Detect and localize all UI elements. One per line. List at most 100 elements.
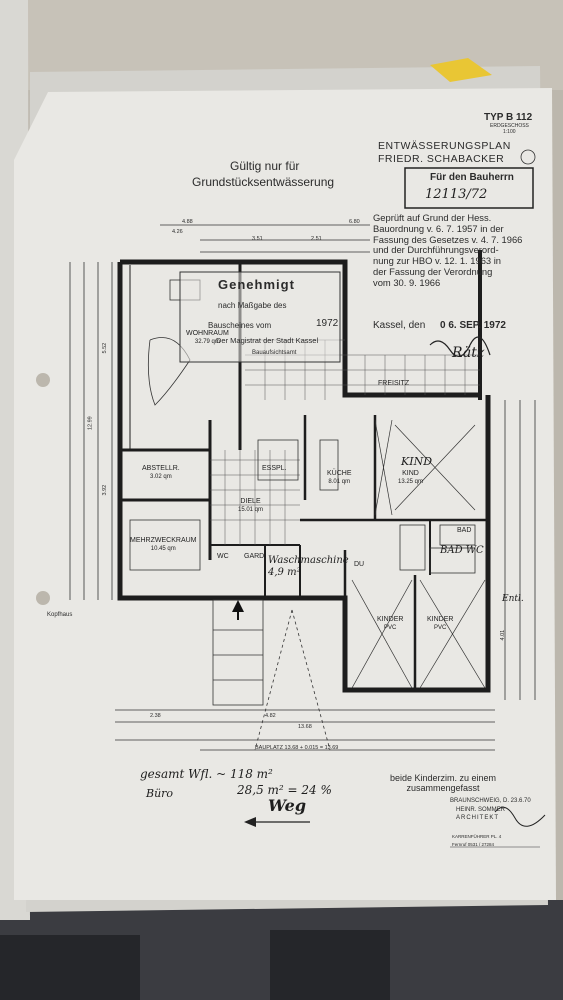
client-stamp-number: 12113/72 — [425, 187, 488, 202]
foot-right — [270, 930, 390, 1000]
approval-line: Geprüft auf Grund der Hess. — [373, 212, 492, 223]
room-name: WOHNRAUM — [186, 330, 229, 337]
room-label-mehrzweckraum: MEHRZWECKRAUM 10.45 qm — [130, 537, 197, 553]
room-size: 32.79 qm — [194, 339, 220, 346]
dim-top-d: 3.51 — [252, 236, 263, 242]
dim-right-a: 4.01 — [500, 629, 507, 641]
type-label: TYP B 112 — [484, 112, 533, 123]
round-stamp — [520, 149, 536, 165]
side-label-kopfhaus: Kopfhaus — [47, 612, 73, 618]
client-stamp-box — [404, 167, 534, 209]
room-size: 3.02 qm — [150, 474, 172, 481]
dim-top-b: 6.80 — [349, 219, 360, 225]
scale-label: 1:100 — [503, 129, 516, 135]
room-name: GARD. — [244, 553, 267, 560]
typed-note: beide Kinderzim. zu einem zusammengefass… — [373, 773, 513, 794]
punch-hole-top — [36, 373, 50, 387]
genehmigt-line4: Der Magistrat der Stadt Kassel — [216, 336, 319, 345]
approval-place-label: Kassel, den — [373, 320, 426, 331]
foot-left — [0, 935, 140, 1000]
approval-line: Fassung des Gesetzes v. 4. 7. 1966 — [373, 233, 523, 245]
room-name: KINDER — [427, 616, 454, 623]
valid-stamp-line1: Gültig nur für — [230, 159, 300, 173]
footer-architect: HEINR. SOMMER — [456, 807, 506, 813]
approval-signature-scribble — [429, 336, 491, 357]
handwritten-bad-wc: BAD WC — [440, 545, 484, 556]
room-label-kind: KIND 13.25 qm — [398, 470, 423, 486]
room-label-diele: DIELE 15.01 qm — [238, 498, 263, 514]
furniture — [129, 279, 476, 574]
plan-title: ENTWÄSSERUNGSPLAN — [378, 140, 511, 152]
bauplatz-label: BAUPLATZ 13.68 + 0.015 = 13.69 — [255, 745, 339, 751]
typed-note-text: beide Kinderzim. zu einem zusammengefass… — [389, 773, 497, 794]
room-name: DIELE — [240, 498, 261, 505]
room-label-wc: WC — [217, 553, 229, 561]
room-label-wohnraum: WOHNRAUM 32.79 qm — [186, 330, 229, 346]
dim-bottom-b: 4.82 — [265, 713, 276, 719]
room-name: FREISITZ — [378, 380, 410, 387]
handwritten-buero-area: 28,5 m² = 24 % — [237, 783, 332, 797]
room-label-kinder-1: KINDER PVC — [377, 616, 403, 632]
room-size: PVC — [384, 625, 397, 632]
footer-phone: Fernruf 0531 / 27284 — [452, 842, 495, 847]
footer-city-date: BRAUNSCHWEIG, D. 23.6.70 — [450, 798, 531, 804]
room-name: MEHRZWECKRAUM — [130, 537, 197, 544]
dim-top-a: 4.88 — [182, 219, 193, 225]
room-name: BAD — [457, 527, 472, 534]
handwritten-waschmaschine: Waschmaschine 4,9 m² — [268, 555, 349, 578]
room-size: 13.25 qm — [398, 479, 424, 486]
room-size: PVC — [434, 625, 447, 632]
tile-pattern — [210, 339, 480, 545]
room-size: 10.45 qm — [150, 546, 176, 553]
walkway — [212, 599, 331, 751]
handwritten-gesamt: gesamt Wfl. ~ 118 m² — [140, 767, 273, 781]
handwritten-entl: Entl. — [502, 594, 524, 604]
genehmigt-stamp-box — [179, 271, 341, 363]
approval-date-stamp: 0 6. SEP. 1972 — [440, 320, 506, 331]
room-label-bad: BAD — [457, 527, 471, 535]
approval-line: der Fassung der Verordnung — [373, 266, 493, 278]
dim-bottom-a: 2.38 — [150, 713, 161, 719]
approval-line: und der Durchführungsverord- — [373, 244, 499, 256]
cross-markers — [351, 419, 486, 689]
valid-stamp-line2: Grundstücksentwässerung — [192, 175, 335, 189]
dim-left-b: 12.99 — [87, 416, 94, 431]
sticky-note — [430, 58, 492, 82]
genehmigt-line3: Bauscheines vom — [208, 321, 272, 330]
dim-left-c: 3.92 — [102, 484, 109, 496]
genehmigt-line5: Bauaufsichtsamt — [252, 350, 297, 356]
room-size: 8.01 qm — [328, 479, 351, 486]
room-label-kinder-2: KINDER PVC — [427, 616, 453, 632]
footer-title: ARCHITEKT — [456, 815, 500, 821]
room-name: KÜCHE — [327, 470, 352, 477]
genehmigt-line2: nach Maßgabe des — [218, 301, 287, 310]
approval-line: vom 30. 9. 1966 — [373, 276, 441, 288]
approval-line: Bauordnung v. 6. 7. 1957 in der — [373, 222, 504, 234]
room-name: KIND — [402, 470, 419, 477]
room-label-kueche: KÜCHE 8.01 qm — [327, 470, 352, 486]
footer-street: KARRENFÜHRER PL. 4 — [452, 834, 502, 839]
room-label-esspl: ESSPL. — [262, 465, 287, 473]
approval-text: Geprüft auf Grund der Hess. Bauordnung v… — [373, 212, 553, 289]
floor-label: ERDGESCHOSS — [490, 123, 529, 129]
genehmigt-title: Genehmigt — [218, 277, 295, 292]
architect-signature-scribble — [494, 806, 546, 827]
room-label-abstellraum: ABSTELLR. 3.02 qm — [142, 465, 180, 481]
dim-bottom-c: 13.68 — [298, 724, 312, 730]
handwritten-buero: Büro — [146, 787, 174, 800]
company-name: FRIEDR. SCHABACKER — [378, 153, 505, 165]
approval-line: nung zur HBO v. 12. 1. 1963 in — [373, 255, 502, 267]
genehmigt-date: 1972 — [316, 318, 339, 329]
handwritten-weg: Weg — [268, 796, 307, 815]
room-name: WC — [217, 553, 229, 560]
weg-arrow-icon — [244, 817, 256, 827]
dim-left-a: 5.52 — [102, 342, 109, 354]
punch-hole-bottom — [36, 591, 50, 605]
dim-top-c: 4.26 — [172, 229, 183, 235]
dimension-lines — [69, 224, 536, 751]
room-name: ABSTELLR. — [142, 465, 180, 472]
room-label-gard: GARD. — [244, 553, 266, 561]
handwritten-kind: KIND — [401, 455, 433, 468]
room-name: KINDER — [377, 616, 404, 623]
